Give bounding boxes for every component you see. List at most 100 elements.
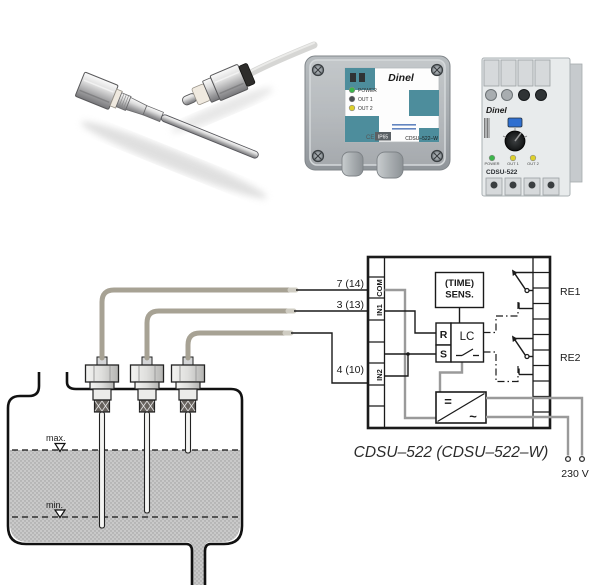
s-label: S	[440, 349, 447, 361]
probe-cable	[247, 41, 318, 77]
re2-contact	[512, 335, 533, 376]
dip-switch	[359, 73, 365, 82]
ip-rating: IP65	[378, 135, 389, 141]
mains-terminal	[564, 455, 572, 463]
probe1-fitting	[84, 356, 120, 413]
diagram-caption: CDSU–522 (CDSU–522–W)	[354, 444, 549, 461]
probe-cable-highlight	[250, 42, 315, 72]
probe-shadow	[81, 121, 267, 199]
out2-led	[348, 104, 356, 112]
small-print-line	[392, 124, 416, 126]
com-pin-label: 7 (14)	[337, 278, 364, 290]
in2-pin-label: 4 (10)	[337, 364, 364, 376]
probe3-fitting	[170, 356, 206, 413]
probe2-rod	[143, 411, 151, 514]
lid-screws	[311, 63, 444, 163]
lc-switch-icon	[456, 348, 479, 357]
lc-supply-wire	[438, 362, 464, 392]
out2-led	[529, 154, 537, 162]
ce-mark: CE	[366, 135, 374, 141]
probe-shadow	[171, 87, 273, 133]
barcode	[484, 118, 490, 138]
tank-outline-right	[65, 372, 244, 585]
mains-wire-1	[486, 396, 584, 456]
min-label: min.	[46, 500, 63, 510]
com-terminal-label: COM	[375, 279, 384, 297]
tank-outline-left	[6, 372, 194, 585]
din-module-model: CDSU-522	[486, 169, 518, 176]
right-terminal-column	[532, 257, 550, 428]
min-marker-icon	[53, 509, 67, 519]
probe2-fitting	[129, 356, 165, 413]
tank: max. min.	[6, 372, 244, 585]
cable-gland	[376, 151, 404, 179]
in2-terminal-label: IN2	[375, 369, 384, 381]
ac-symbol: ~	[469, 409, 477, 424]
mode-switch	[507, 117, 523, 128]
in1-pin-label: 3 (13)	[337, 299, 364, 311]
junction-box-model: CDSU–522–W	[405, 136, 438, 142]
dip-switch	[350, 73, 356, 82]
in1-terminal-label: IN1	[375, 304, 384, 316]
junction-box-label: Dinel POWER OUT 1 OUT 2 CDSU–522–W CE IP…	[344, 67, 440, 143]
relay-linkage	[483, 300, 519, 383]
dc-symbol: =	[444, 394, 452, 409]
din-module-brand: Dinel	[486, 105, 507, 115]
timer-knob	[502, 128, 528, 152]
out2-led-label: OUT 2	[358, 106, 373, 112]
mains-wires	[486, 396, 584, 456]
sens-label: SENS.	[445, 290, 474, 301]
out1-led	[348, 95, 356, 103]
out2-led-label: OUT 2	[527, 161, 539, 166]
junction-dot	[406, 352, 410, 356]
time-label: (TIME)	[445, 278, 474, 289]
internal-wires	[384, 310, 436, 377]
bottom-terminals	[485, 177, 560, 196]
time-sens-block	[434, 271, 485, 309]
label-teal-block	[419, 128, 439, 142]
voltage-label: 230 V	[561, 468, 588, 480]
cdsu-unit: COM IN1 IN2	[366, 255, 552, 430]
r-label: R	[440, 329, 448, 341]
terminal-screw	[518, 89, 530, 101]
re1-label: RE1	[560, 286, 581, 298]
in1-internal-wire	[384, 310, 436, 334]
probe-cables	[99, 287, 299, 361]
ip-badge	[375, 132, 391, 141]
re1-contact	[512, 269, 533, 310]
level-probe-short	[182, 63, 256, 106]
mains-wire-2	[486, 415, 570, 456]
cable-gland	[341, 151, 364, 177]
re2-label: RE2	[560, 352, 581, 364]
junction-box-brand: Dinel	[388, 72, 415, 84]
terminal-screw	[535, 89, 547, 101]
top-terminals	[483, 59, 551, 101]
probe-photo	[75, 41, 318, 199]
in2-wire	[291, 332, 368, 384]
label-teal-block	[409, 90, 439, 116]
probe2-cable	[144, 308, 291, 361]
junction-box-photo: Dinel POWER OUT 1 OUT 2 CDSU–522–W CE IP…	[304, 55, 451, 179]
signal-wires	[291, 289, 368, 384]
left-terminal-column	[368, 257, 386, 428]
small-print-line	[392, 128, 416, 130]
wiring-diagram: max. min.	[6, 255, 589, 585]
max-label: max.	[46, 433, 66, 443]
out1-led-label: OUT 1	[507, 161, 519, 166]
power-led-label: POWER	[484, 161, 499, 166]
probe1-rod	[98, 411, 106, 529]
terminal-screw	[485, 89, 497, 101]
lc-label: LC	[460, 331, 475, 343]
power-led	[348, 86, 356, 94]
level-probe-long	[75, 71, 259, 159]
out1-led-label: OUT 1	[358, 97, 373, 103]
terminal-screw	[501, 89, 513, 101]
in2-internal-wire	[384, 354, 409, 377]
din-module-photo: Dinel POWER OUT 1 OUT 2 CDSU-522	[481, 57, 583, 197]
max-marker-icon	[53, 442, 67, 453]
power-led	[488, 154, 496, 162]
mains-terminal	[578, 455, 586, 463]
probe3-rod	[184, 411, 192, 454]
